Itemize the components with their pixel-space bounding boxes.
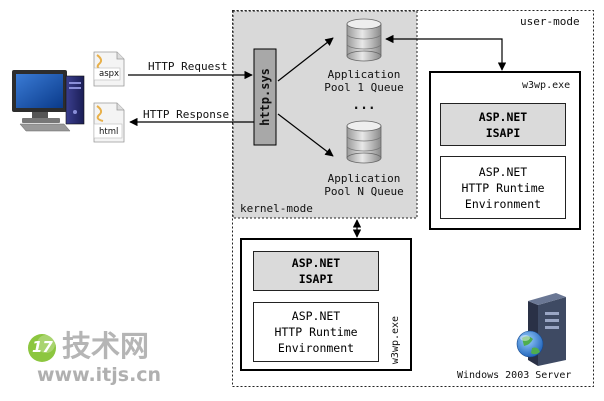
- worker-top-runtime-line-3: Environment: [464, 196, 542, 211]
- worker-bottom-runtime-line-2: HTTP Runtime: [274, 325, 358, 339]
- worker-bottom-title: w3wp.exe: [390, 315, 401, 365]
- pool-n-label-line-1: Application: [327, 172, 401, 185]
- aspx-file-label: aspx: [99, 69, 120, 79]
- user-mode-label: user-mode: [520, 15, 580, 28]
- http-sys-box: [253, 48, 277, 146]
- http-sys-to-pool-1-arrow: [277, 37, 334, 82]
- pool-1-to-worker-connector: [385, 34, 507, 71]
- kernel-mode-label: kernel-mode: [240, 202, 313, 215]
- http-sys-to-pool-n-arrow: [277, 113, 334, 157]
- windows-server-label: Windows 2003 Server: [457, 370, 572, 381]
- worker-top-title: w3wp.exe: [522, 80, 571, 91]
- worker-bottom-runtime-line-3: Environment: [277, 341, 355, 355]
- worker-bottom-isapi-box: ASP.NET ISAPI: [253, 251, 379, 291]
- pool-n-label: Application Pool N Queue: [324, 172, 403, 198]
- html-file-label: html: [99, 127, 119, 137]
- worker-top-isapi-line-2: ISAPI: [485, 125, 521, 140]
- pool-1-database-icon: [346, 18, 382, 62]
- worker-bottom-isapi-line-2: ISAPI: [298, 272, 334, 286]
- pool-1-label: Application Pool 1 Queue: [324, 68, 403, 94]
- worker-bottom-runtime-box: ASP.NET HTTP Runtime Environment: [253, 302, 379, 362]
- worker-top-runtime-box: ASP.NET HTTP Runtime Environment: [440, 156, 566, 219]
- worker-bottom-runtime-line-1: ASP.NET: [291, 309, 341, 323]
- aspx-file-icon: [93, 51, 125, 87]
- worker-top-runtime-line-1: ASP.NET: [478, 164, 528, 179]
- http-sys-label: http.sys: [258, 68, 272, 126]
- html-file-icon: [93, 102, 125, 143]
- pool-n-label-line-2: Pool N Queue: [324, 185, 404, 198]
- watermark-cn-text: 技术网: [62, 329, 150, 363]
- pool-ellipsis: ...: [352, 98, 376, 113]
- worker-bottom-isapi-line-1: ASP.NET: [291, 256, 341, 270]
- watermark-badge-icon: [28, 334, 56, 362]
- pool-n-database-icon: [346, 120, 382, 164]
- worker-top-runtime-line-2: HTTP Runtime: [461, 180, 545, 195]
- worker-top-isapi-line-1: ASP.NET: [478, 109, 528, 124]
- client-computer-icon: [12, 70, 85, 132]
- watermark-url: www.itjs.cn: [37, 364, 162, 386]
- pool-1-label-line-2: Pool 1 Queue: [324, 81, 404, 94]
- http-request-label: HTTP Request: [148, 60, 228, 73]
- globe-icon: [516, 330, 544, 358]
- http-response-label: HTTP Response: [143, 108, 230, 121]
- watermark-badge-text: 17: [32, 338, 53, 356]
- worker-top-isapi-box: ASP.NET ISAPI: [440, 103, 566, 146]
- pool-1-label-line-1: Application: [327, 68, 401, 81]
